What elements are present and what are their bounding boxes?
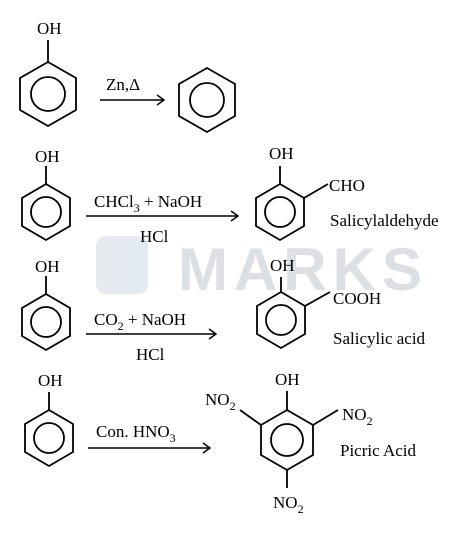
arrow-3 xyxy=(86,328,218,340)
reaction-3: OH CO2 + NaOH HCl OH COOH Salicylic acid xyxy=(21,256,426,364)
reaction-2: OH CHCl3 + NaOH HCl OH CHO Salicylaldehy… xyxy=(21,144,439,246)
watermark-text: MARKS xyxy=(178,236,428,303)
picric-acid-nitro-right-label: NO2 xyxy=(342,405,373,428)
picric-acid-nitro-left-label: NO2 xyxy=(205,390,236,413)
reagent-co2-label: CO2 + NaOH xyxy=(94,310,186,333)
salicylic-acid-cooh-label: COOH xyxy=(333,289,381,308)
picric-acid-nitro-bottom-label: NO2 xyxy=(273,493,304,516)
watermark-logo-icon xyxy=(96,236,148,294)
phenol-3-oh-label: OH xyxy=(35,257,60,276)
picric-acid-structure xyxy=(239,391,339,488)
salicylic-acid-oh-label: OH xyxy=(270,256,295,275)
salicylic-acid-structure xyxy=(256,277,331,350)
reaction-4: OH Con. HNO3 OH NO2 NO2 NO2 Picric Acid xyxy=(24,370,417,516)
salicylaldehyde-cho-label: CHO xyxy=(329,176,365,195)
watermark: MARKS xyxy=(96,236,428,303)
phenol-1 xyxy=(19,40,77,128)
salicylaldehyde-oh-label: OH xyxy=(269,144,294,163)
arrow-4 xyxy=(88,442,212,454)
reagent-zn-label: Zn,Δ xyxy=(106,75,140,94)
phenol-3 xyxy=(21,276,71,352)
reagent-hcl-label-2: HCl xyxy=(136,345,165,364)
phenol-2-oh-label: OH xyxy=(35,147,60,166)
phenol-4 xyxy=(24,392,74,468)
salicylaldehyde-name: Salicylaldehyde xyxy=(330,211,439,230)
reaction-1: OH Zn,Δ xyxy=(19,19,236,134)
picric-acid-name: Picric Acid xyxy=(340,441,417,460)
phenol-1-oh-label: OH xyxy=(37,19,62,38)
arrow-2 xyxy=(86,210,240,222)
phenol-2 xyxy=(21,166,71,242)
reagent-hno3-label: Con. HNO3 xyxy=(96,422,176,445)
salicylic-acid-name: Salicylic acid xyxy=(333,329,426,348)
benzene-product xyxy=(178,66,236,134)
arrow-1 xyxy=(100,94,166,106)
reagent-hcl-label: HCl xyxy=(140,227,169,246)
phenol-4-oh-label: OH xyxy=(38,371,63,390)
salicylaldehyde-structure xyxy=(255,166,329,242)
reagent-chcl3-label: CHCl3 + NaOH xyxy=(94,192,202,215)
picric-acid-oh-label: OH xyxy=(275,370,300,389)
